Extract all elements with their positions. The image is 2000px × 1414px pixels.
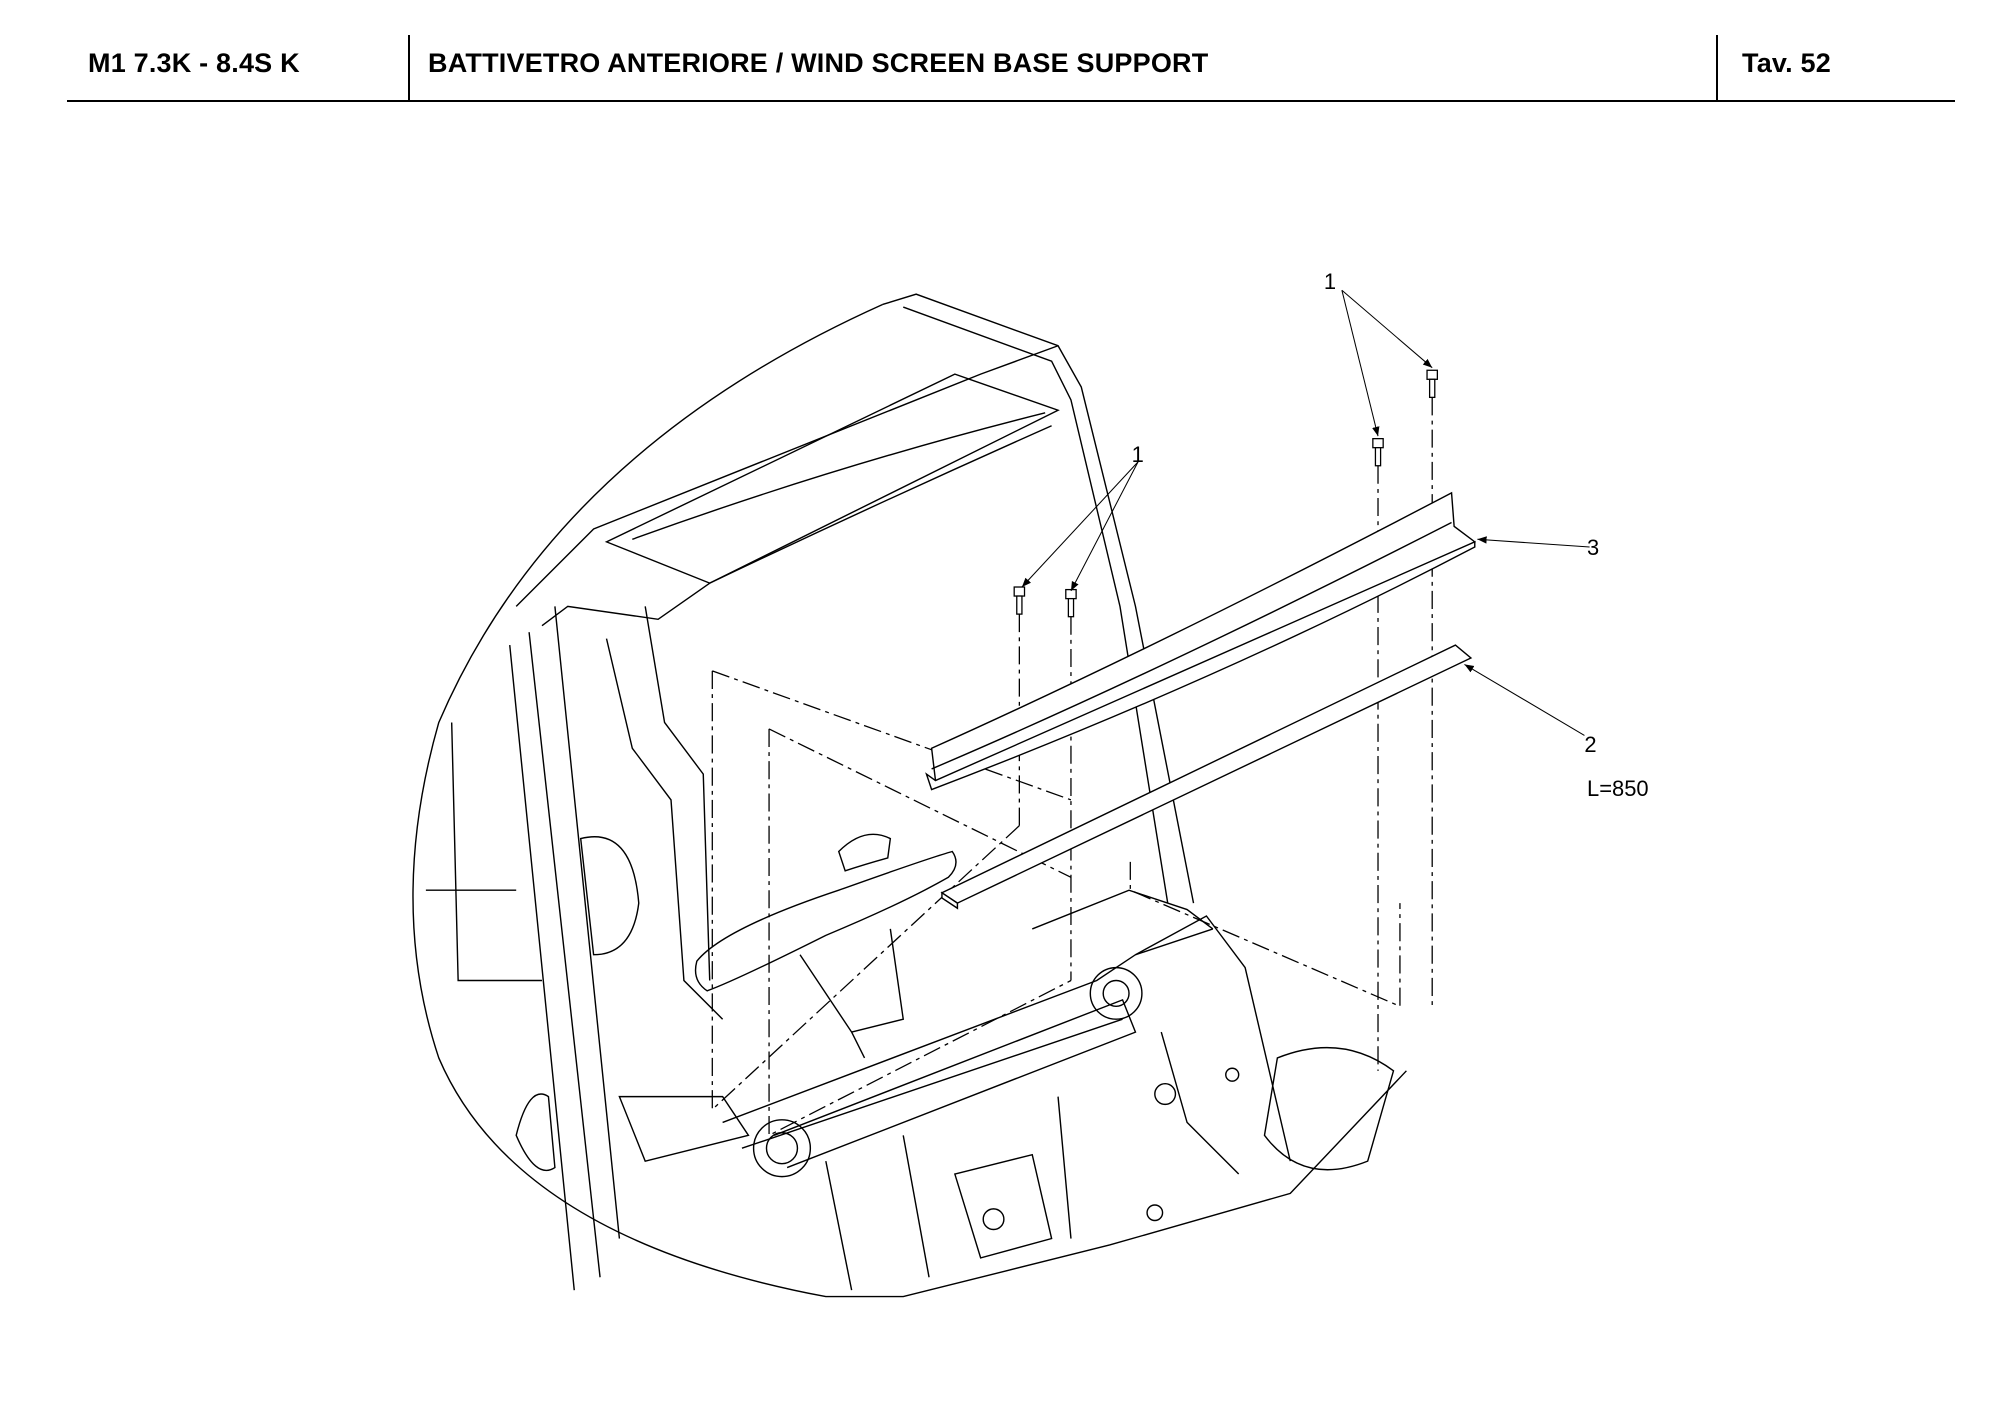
callout-bolts-left: 1 [1132, 442, 1144, 467]
header-divider [1716, 35, 1718, 101]
bolt-icon [1065, 588, 1077, 618]
bolt-icon [1372, 438, 1384, 467]
header-rule [67, 100, 1955, 102]
windscreen-support-bracket [925, 491, 1477, 791]
model-label: M1 7.3K - 8.4S K [88, 48, 300, 78]
bolt-icon [1426, 369, 1439, 399]
table-number: Tav. 52 [1742, 48, 1831, 78]
strip-length-label: L=850 [1587, 776, 1649, 801]
bolt-icon [1013, 586, 1026, 615]
detail-view-outline [412, 303, 1407, 1298]
steering-wheel [694, 850, 957, 992]
callout-base-strip: 2 [1584, 732, 1596, 757]
header-divider [408, 35, 410, 101]
base-strip [940, 644, 1473, 910]
callout-bolts-right: 1 [1324, 269, 1336, 294]
bolts [1013, 369, 1439, 618]
page-title: BATTIVETRO ANTERIORE / WIND SCREEN BASE … [428, 48, 1209, 78]
callout-support-bracket: 3 [1587, 535, 1599, 560]
